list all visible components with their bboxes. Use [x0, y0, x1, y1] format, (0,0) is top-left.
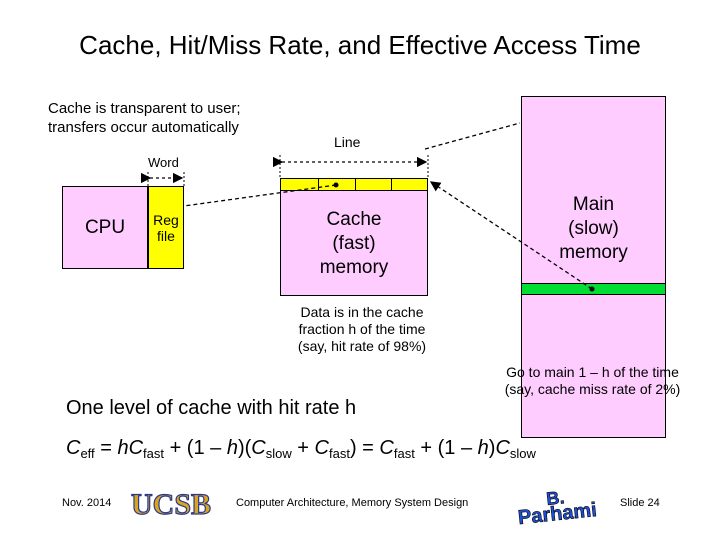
svg-text:B.: B. — [545, 487, 565, 509]
reg-file-label-1: Reg — [153, 211, 179, 228]
cache-block: Cache (fast) memory — [280, 178, 428, 296]
f-h3: h — [477, 437, 489, 459]
main-label-1: Main — [572, 194, 615, 215]
cpu-block: CPU — [62, 186, 148, 269]
footer-course: Computer Architecture, Memory System Des… — [236, 497, 469, 509]
f-paren2: ) — [488, 437, 496, 459]
miss-note: Go to main 1 – h of the time (say, cache… — [480, 364, 705, 398]
f-h1: h — [117, 437, 129, 459]
svg-text:UCSB: UCSB — [131, 488, 211, 521]
cpu-label: CPU — [84, 216, 126, 238]
slide-title: Cache, Hit/Miss Rate, and Effective Acce… — [79, 30, 641, 60]
ucsb-logo: UCSB — [128, 486, 214, 522]
f-c1: C — [66, 437, 81, 459]
hit-note-line2: fraction h of the time — [298, 321, 426, 337]
cache-line-divider-3 — [391, 178, 392, 191]
main-to-cache-arrow — [429, 181, 593, 290]
cache-line-divider-2 — [355, 178, 356, 191]
author-logo: B. Parhami — [510, 482, 602, 530]
cache-line-divider-1 — [318, 178, 319, 191]
main-label-2: (slow) — [568, 218, 619, 239]
ucsb-logo-art: UCSB — [128, 486, 214, 522]
f-c2: C — [128, 437, 144, 459]
f-c6: C — [495, 437, 510, 459]
word-label: Word — [148, 155, 179, 170]
miss-note-line2: (say, cache miss rate of 2%) — [504, 381, 681, 397]
hit-note: Data is in the cache fraction h of the t… — [282, 304, 442, 355]
f-plus1: + (1 – — [164, 437, 227, 459]
summary-text: One level of cache with hit rate h — [66, 397, 357, 419]
f-c4: C — [314, 437, 329, 459]
f-fast3: fast — [393, 446, 415, 461]
f-plus2: + — [291, 437, 315, 459]
cache-to-reg-arrow — [183, 184, 337, 207]
cache-label-3: memory — [319, 257, 389, 278]
svg-text:Parhami: Parhami — [517, 499, 598, 526]
miss-note-line1: Go to main 1 – h of the time — [506, 364, 679, 380]
f-fast1: fast — [143, 446, 165, 461]
main-label-3: memory — [559, 242, 628, 263]
f-eq2: ) = — [349, 437, 380, 459]
transparent-note-line2: transfers occur automatically — [48, 119, 239, 136]
hit-note-line1: Data is in the cache — [300, 304, 424, 320]
cache-to-main-arrow — [424, 122, 521, 150]
f-eq1: = — [94, 437, 118, 459]
transparent-note: Cache is transparent to user; transfers … — [48, 99, 288, 137]
cache-label-2: (fast) — [332, 233, 376, 254]
transparent-note-line1: Cache is transparent to user; — [48, 100, 241, 117]
footer-date: Nov. 2014 — [62, 497, 112, 509]
cache-label-1: Cache — [326, 209, 382, 230]
main-memory-block: Main (slow) memory — [521, 96, 666, 438]
f-h2: h — [226, 437, 238, 459]
f-slow2: slow — [509, 446, 536, 461]
f-plus3: + (1 – — [414, 437, 478, 459]
effective-time-formula: Ceff = hCfast + (1 – h)(Cslow + Cfast) =… — [66, 437, 536, 461]
f-c5: C — [379, 437, 394, 459]
author-logo-art: B. Parhami — [517, 487, 598, 530]
line-label: Line — [334, 134, 361, 150]
reg-file-label-2: file — [157, 227, 175, 244]
f-slow1: slow — [265, 446, 292, 461]
f-eff: eff — [80, 446, 95, 461]
f-paren1: )( — [237, 437, 252, 459]
footer-slide: Slide 24 — [620, 497, 660, 509]
hit-note-line3: (say, hit rate of 98%) — [297, 338, 427, 354]
reg-file-block: Reg file — [148, 186, 184, 269]
f-fast2: fast — [329, 446, 350, 461]
f-c3: C — [251, 437, 266, 459]
